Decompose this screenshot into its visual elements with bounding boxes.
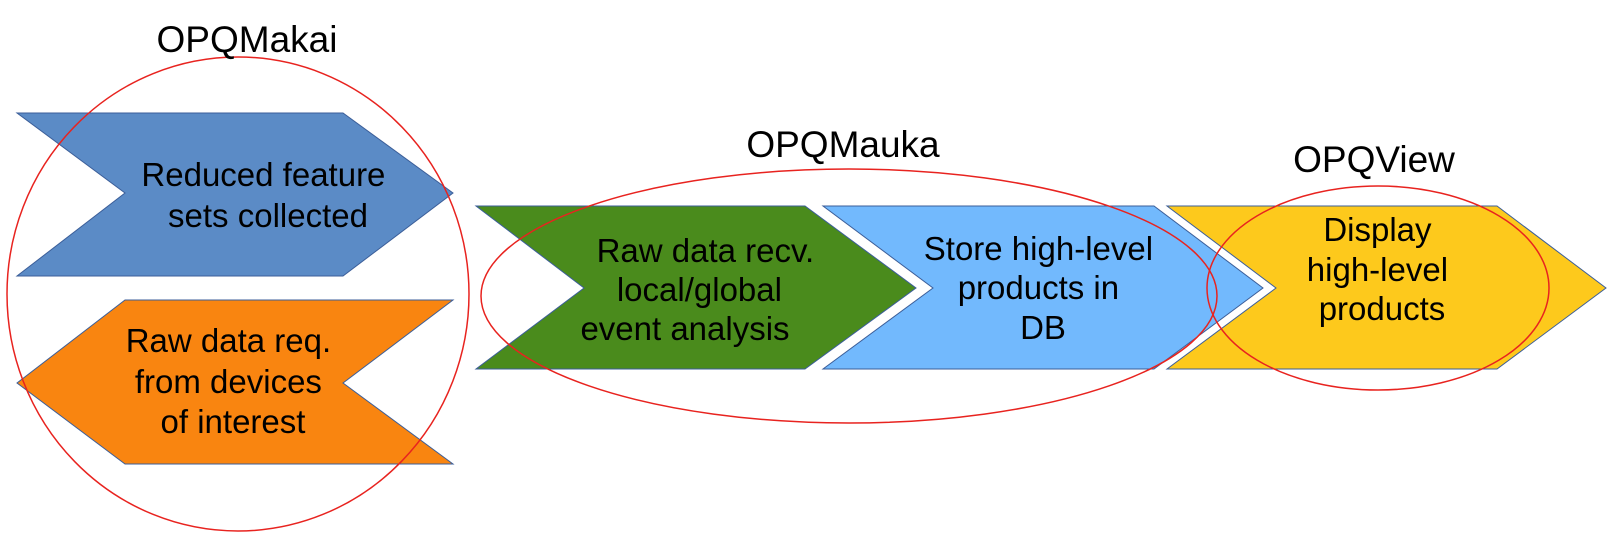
display-products-line-1: Display (1323, 211, 1432, 248)
raw-data-received-chevron (474, 205, 917, 370)
raw-data-request-line-3: of interest (161, 403, 306, 440)
raw-data-received-text: Raw data recv. local/global event analys… (580, 232, 823, 347)
store-products-line-1: Store high-level (924, 230, 1153, 267)
makai-group-label: OPQMakai (157, 19, 338, 60)
raw-data-request-line-1: Raw data req. (126, 322, 331, 359)
store-products-text: Store high-level products in DB (924, 230, 1162, 346)
store-products-chevron (821, 205, 1264, 370)
display-products-text: Display high-level products (1307, 211, 1457, 327)
display-products-chevron (1165, 205, 1607, 370)
raw-data-request-text: Raw data req. from devices of interest (126, 322, 341, 440)
raw-data-received-line-1: Raw data recv. (597, 232, 815, 269)
reduced-features-line-1: Reduced feature (141, 156, 385, 193)
reduced-features-chevron (15, 112, 454, 277)
view-group-label: OPQView (1293, 139, 1455, 180)
store-products-line-3: DB (1020, 309, 1066, 346)
raw-data-request-line-2: from devices (135, 363, 322, 400)
display-products-line-2: high-level (1307, 251, 1448, 288)
reduced-features-text: Reduced feature sets collected (141, 156, 394, 234)
raw-data-request-chevron (16, 299, 455, 465)
view-group-outline (1206, 185, 1550, 391)
mauka-group-outline (480, 168, 1218, 424)
display-products-line-3: products (1319, 290, 1446, 327)
raw-data-received-line-3: event analysis (580, 310, 789, 347)
mauka-group-label: OPQMauka (746, 124, 940, 165)
raw-data-received-line-2: local/global (617, 271, 782, 308)
makai-group-outline (6, 56, 470, 532)
store-products-line-2: products in (958, 269, 1119, 306)
reduced-features-line-2: sets collected (168, 197, 368, 234)
